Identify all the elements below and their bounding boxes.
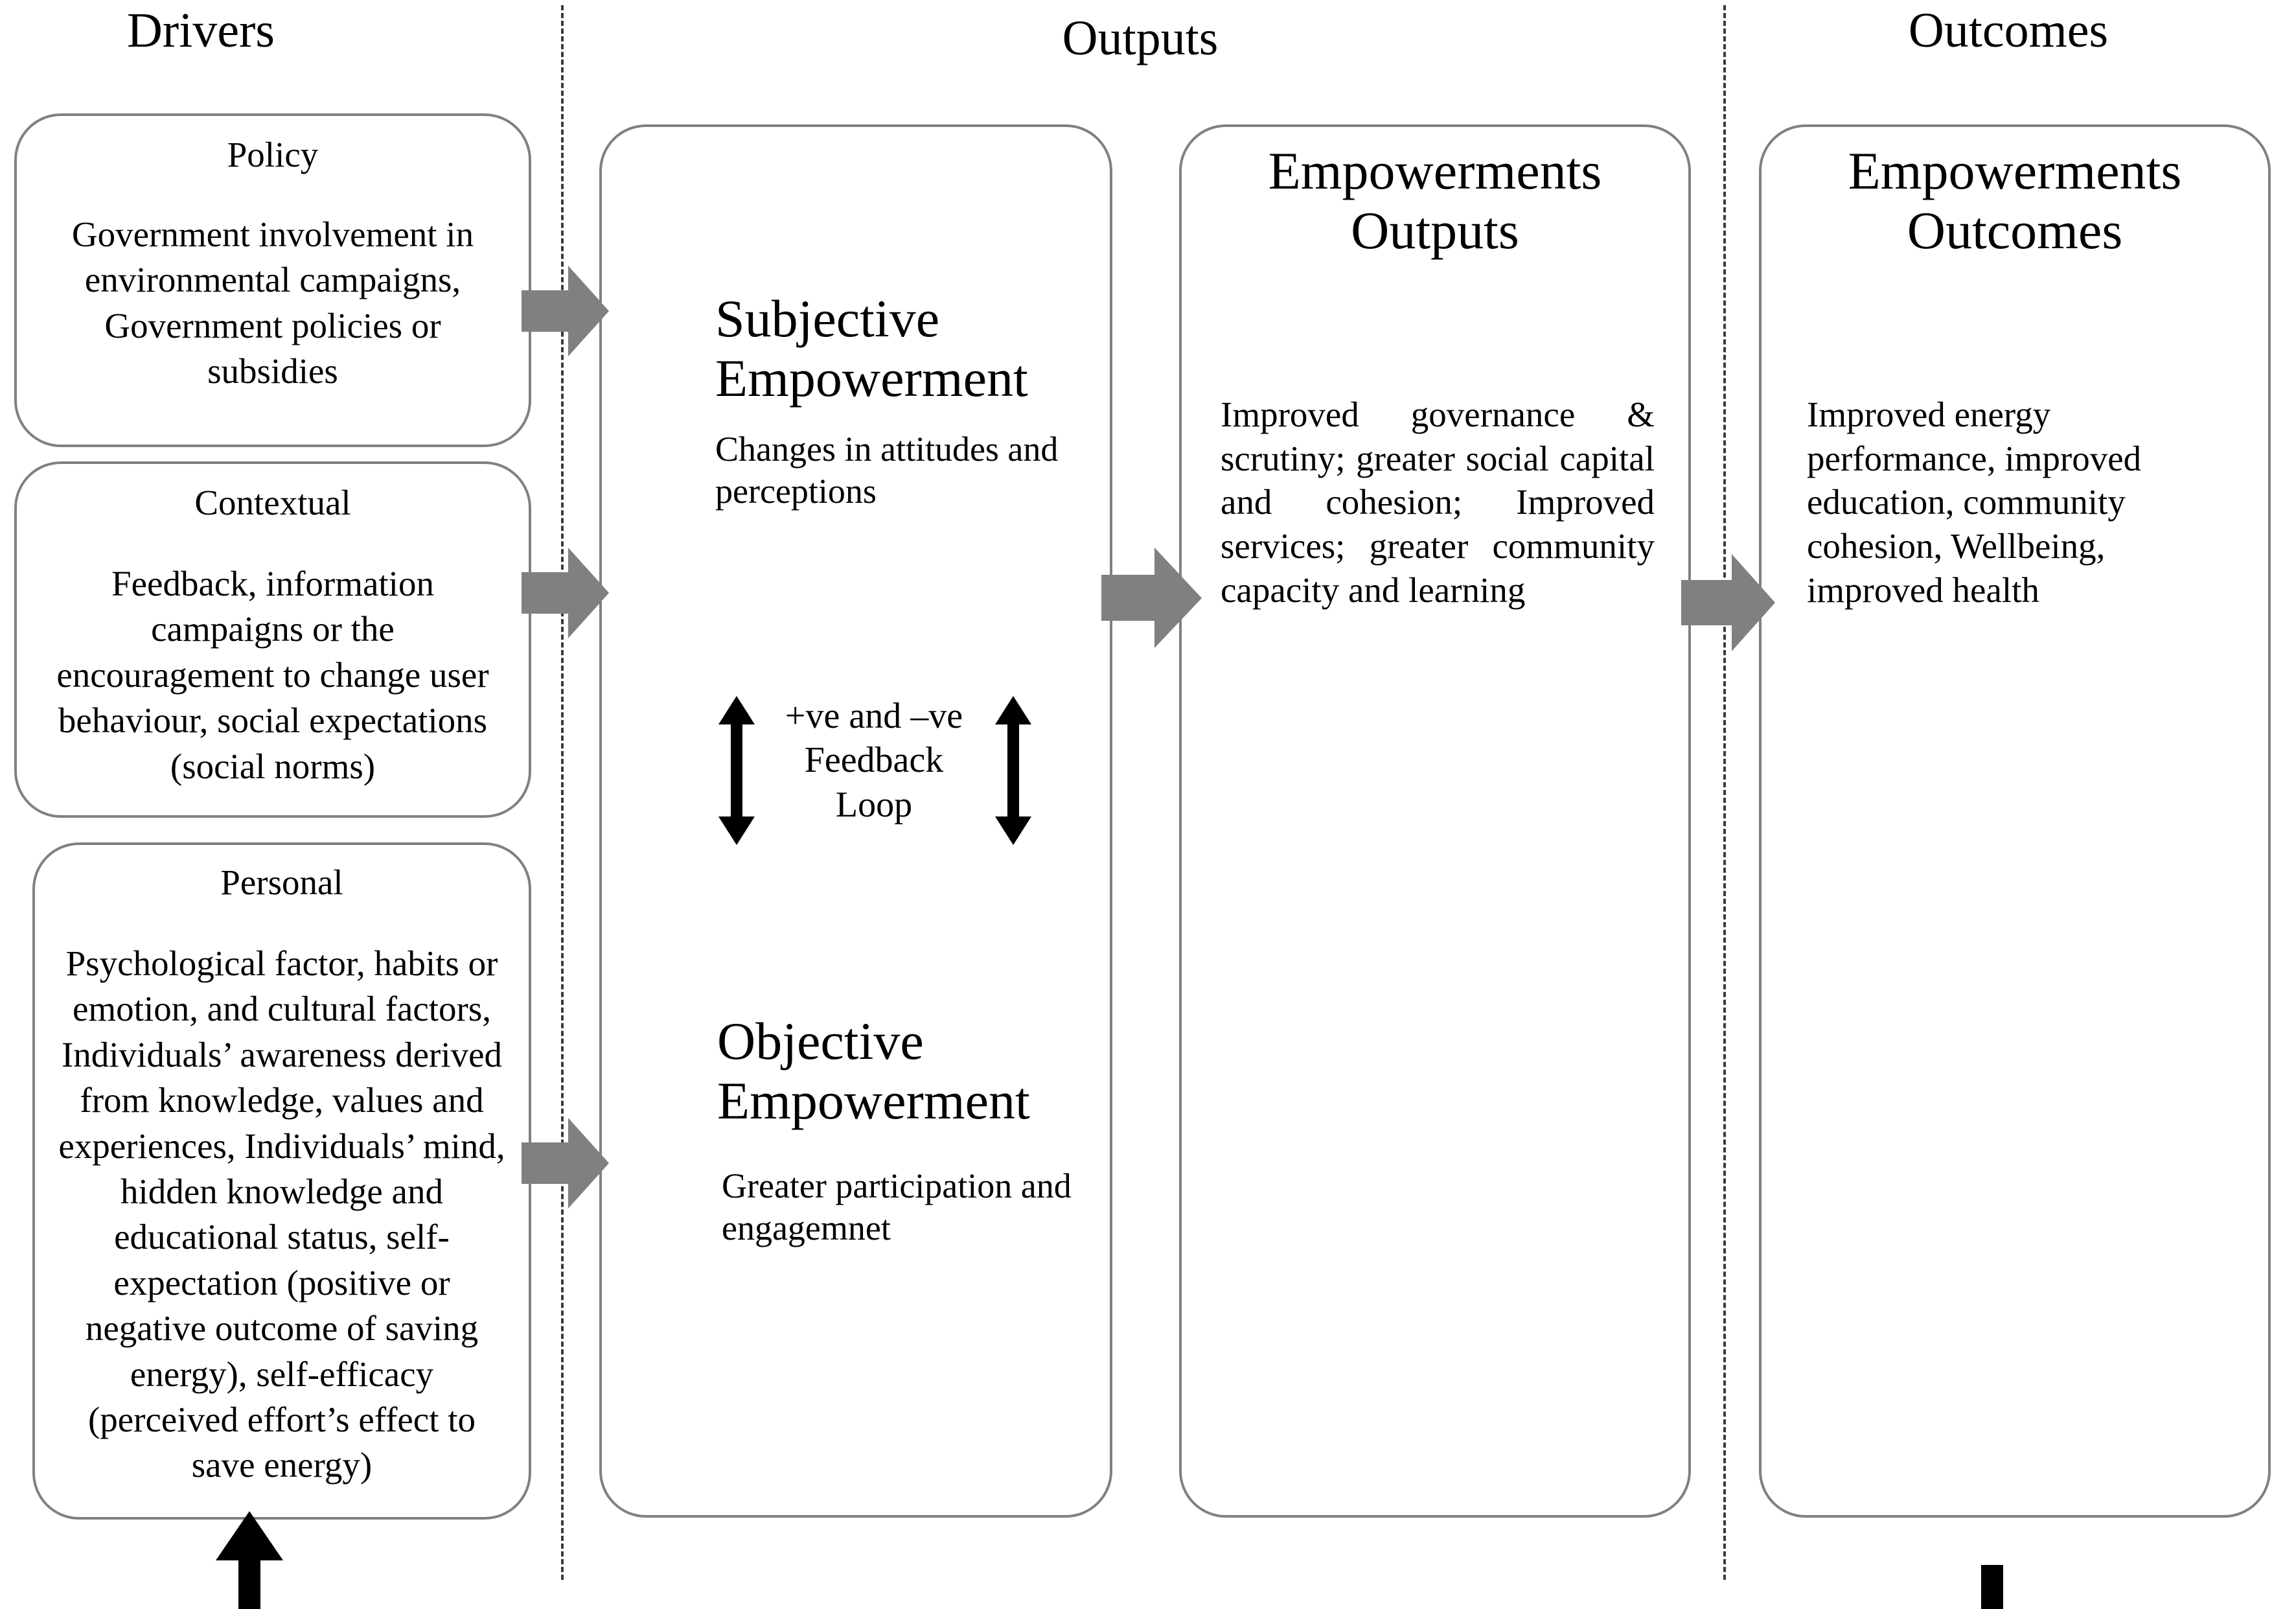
flow-arrow-policy-icon <box>522 266 609 356</box>
divider-drivers-outputs <box>561 5 564 1580</box>
driver-body-contextual: Feedback, information campaigns or the e… <box>56 564 489 786</box>
driver-title-personal: Personal <box>220 862 343 902</box>
outputs-box: Subjective Empowerment Changes in attitu… <box>599 124 1112 1518</box>
driver-box-policy: Policy Government involvement in environ… <box>14 113 531 447</box>
empowerments-outputs-body: Improved governance & scrutiny; greater … <box>1221 395 1655 610</box>
empowerments-outcomes-box: Empowerments Outcomes Improved energy pe… <box>1759 124 2271 1518</box>
empowerments-outcomes-body: Improved energy performance, improved ed… <box>1807 395 2142 610</box>
flow-arrow-outputs-icon <box>1101 548 1202 648</box>
objective-empowerment-body: Greater participation and engagemnet <box>722 1166 1072 1247</box>
column-heading-drivers: Drivers <box>127 3 275 58</box>
objective-empowerment-title: Objective Empowerment <box>717 1012 1030 1130</box>
flow-arrow-personal-icon <box>522 1118 609 1209</box>
flow-arrow-outcomes-icon <box>1681 554 1775 651</box>
column-heading-outcomes: Outcomes <box>1908 3 2109 58</box>
divider-outputs-outcomes <box>1723 5 1726 1580</box>
empowerments-outcomes-title: Empowerments Outcomes <box>1848 141 2182 260</box>
vertical-double-arrow-left-icon <box>718 696 755 845</box>
driver-body-personal: Psychological factor, habits or emotion,… <box>58 943 505 1485</box>
driver-box-contextual: Contextual Feedback, information campaig… <box>14 461 531 818</box>
flow-arrow-contextual-icon <box>522 548 609 638</box>
empowerments-outputs-box: Empowerments Outputs Improved governance… <box>1179 124 1691 1518</box>
feedback-loop-arrow-icon <box>216 1511 2003 1609</box>
driver-body-policy: Government involvement in environmental … <box>71 214 474 391</box>
empowerments-outputs-title: Empowerments Outputs <box>1268 141 1602 260</box>
feedback-loop-label: +ve and –ve Feedback Loop <box>785 696 963 825</box>
column-heading-outputs: Outputs <box>1062 11 1219 65</box>
subjective-empowerment-body: Changes in attitudes and perceptions <box>715 430 1059 511</box>
driver-title-contextual: Contextual <box>194 483 351 522</box>
subjective-empowerment-title: Subjective Empowerment <box>715 289 1028 408</box>
driver-box-personal: Personal Psychological factor, habits or… <box>32 842 531 1520</box>
driver-title-policy: Policy <box>227 135 319 174</box>
vertical-double-arrow-right-icon <box>995 696 1031 845</box>
